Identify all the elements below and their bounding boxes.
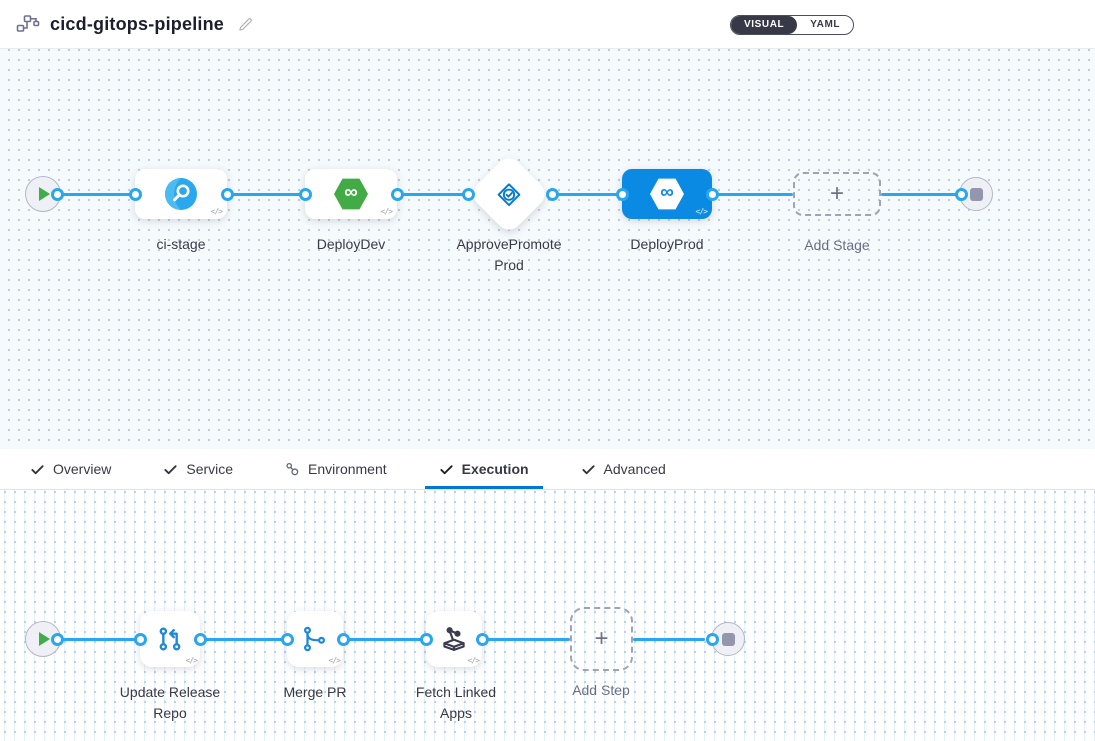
edge-line (633, 638, 705, 641)
git-merge-icon (300, 624, 330, 654)
header: cicd-gitops-pipeline VISUAL YAML (0, 0, 1095, 49)
connector-port[interactable] (299, 188, 312, 201)
tab-environment[interactable]: Environment (271, 449, 401, 489)
plus-icon: + (830, 182, 844, 206)
edge-line (552, 193, 622, 196)
step-label: Fetch Linked Apps (399, 682, 513, 724)
edge-line (57, 638, 140, 641)
ci-build-icon (165, 178, 197, 210)
add-stage-label: Add Stage (782, 235, 892, 256)
connector-port[interactable] (337, 633, 350, 646)
code-toggle-icon[interactable]: </> (211, 207, 222, 216)
stage-node-deployprod[interactable]: ∞ </> (622, 169, 712, 219)
git-update-icon (154, 623, 186, 655)
plus-icon: + (594, 627, 608, 651)
add-stage-button[interactable]: + (793, 172, 881, 216)
edge-line (397, 193, 468, 196)
edge-line (57, 193, 135, 196)
add-step-label: Add Step (546, 680, 656, 701)
stage-node-ci-stage[interactable]: </> (135, 169, 227, 219)
connector-port[interactable] (616, 188, 629, 201)
tab-advanced[interactable]: Advanced (567, 449, 680, 489)
check-icon (581, 462, 596, 477)
edge-line (200, 638, 287, 641)
connector-port[interactable] (281, 633, 294, 646)
edge-line (881, 193, 961, 196)
code-toggle-icon[interactable]: </> (186, 656, 197, 665)
connector-port[interactable] (420, 633, 433, 646)
code-toggle-icon[interactable]: </> (696, 207, 707, 216)
stage-label: ApprovePromoteProd (452, 234, 566, 276)
stage-node-deploydev[interactable]: ∞ </> (305, 169, 397, 219)
connector-port[interactable] (546, 188, 559, 201)
execution-step-canvas[interactable]: </> </> </> + (0, 490, 1095, 741)
fetch-apps-icon (438, 623, 470, 655)
connector-port[interactable] (194, 633, 207, 646)
yaml-tab[interactable]: YAML (797, 16, 853, 34)
edge-line (712, 193, 793, 196)
play-icon (39, 187, 51, 201)
stop-icon (722, 633, 735, 646)
connector-port[interactable] (462, 188, 475, 201)
step-label: Merge PR (258, 682, 372, 703)
visual-yaml-toggle[interactable]: VISUAL YAML (730, 15, 854, 35)
stage-label: ci-stage (126, 234, 236, 255)
tab-overview[interactable]: Overview (16, 449, 125, 489)
check-icon (439, 462, 454, 477)
code-toggle-icon[interactable]: </> (381, 207, 392, 216)
code-toggle-icon[interactable]: </> (329, 656, 340, 665)
connector-port[interactable] (706, 188, 719, 201)
connector-port[interactable] (391, 188, 404, 201)
stop-icon (970, 188, 983, 201)
check-icon (163, 462, 178, 477)
stage-label: DeployProd (612, 234, 722, 255)
connector-port[interactable] (706, 633, 719, 646)
stage-label: DeployDev (296, 234, 406, 255)
tab-execution[interactable]: Execution (425, 449, 543, 489)
stage-node-approvepromoteprod[interactable] (468, 153, 550, 235)
connector-port[interactable] (51, 188, 64, 201)
connector-port[interactable] (476, 633, 489, 646)
code-toggle-icon[interactable]: </> (468, 656, 479, 665)
cd-hexagon-icon: ∞ (650, 178, 684, 210)
visual-tab[interactable]: VISUAL (731, 16, 797, 34)
edge-line (482, 638, 570, 641)
step-node-fetch-linked-apps[interactable]: </> (426, 611, 482, 667)
step-label: Update Release Repo (113, 682, 227, 724)
stage-graph-canvas[interactable]: </> ∞ </> ∞ </> + ci-stage (0, 49, 1095, 449)
cd-hexagon-icon: ∞ (334, 178, 368, 210)
edge-line (343, 638, 426, 641)
add-step-button[interactable]: + (570, 607, 633, 671)
page-title: cicd-gitops-pipeline (50, 14, 224, 35)
environment-icon (285, 462, 300, 477)
connector-port[interactable] (221, 188, 234, 201)
edit-pencil-icon[interactable] (237, 16, 254, 33)
step-node-update-release-repo[interactable]: </> (140, 611, 200, 667)
edge-line (227, 193, 305, 196)
play-icon (39, 632, 51, 646)
connector-port[interactable] (134, 633, 147, 646)
step-node-merge-pr[interactable]: </> (287, 611, 343, 667)
tab-service[interactable]: Service (149, 449, 247, 489)
approval-icon (496, 181, 523, 208)
pipeline-icon (16, 14, 40, 34)
connector-port[interactable] (129, 188, 142, 201)
connector-port[interactable] (51, 633, 64, 646)
check-icon (30, 462, 45, 477)
stage-config-tabs: Overview Service Environment Execution A… (0, 449, 1095, 490)
connector-port[interactable] (955, 188, 968, 201)
